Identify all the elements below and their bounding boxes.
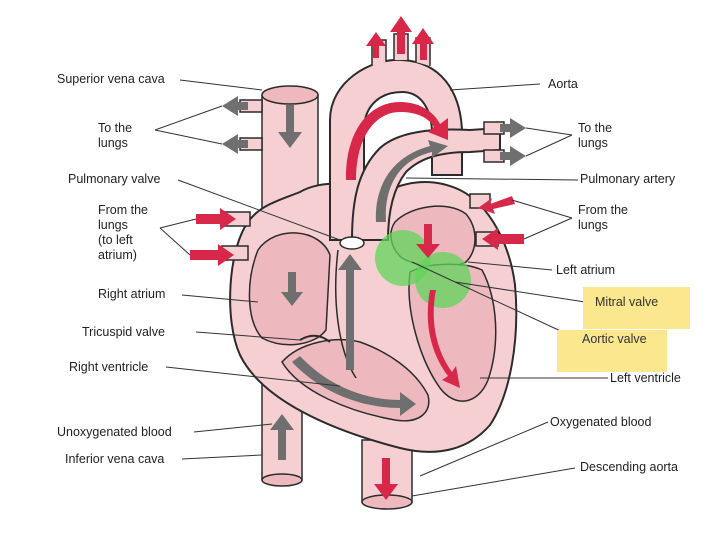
label-left-ventricle: Left ventricle <box>610 371 681 385</box>
label-aorta: Aorta <box>548 77 578 91</box>
leader-from-lungs-right-1 <box>511 199 573 219</box>
septum-up-arrow <box>338 254 362 370</box>
inferior-vena-cava-opening <box>261 473 303 487</box>
aortic-valve-highlight-box <box>557 330 667 372</box>
label-left-atrium: Left atrium <box>556 263 616 277</box>
aorta-up-arrow-1 <box>366 32 386 58</box>
tricuspid-valve-shape <box>299 334 331 343</box>
leader-from-lungs-right-2 <box>523 217 573 240</box>
left-atrium-arrow <box>416 224 440 258</box>
leader-to-lungs-right-2 <box>525 134 573 157</box>
label-to-lungs-left: To the lungs <box>98 121 133 150</box>
leader-aorta <box>449 83 541 91</box>
left-ventricle-arrow <box>427 290 460 388</box>
label-to-lungs-right: To the lungs <box>578 121 613 150</box>
aortic-valve-highlight <box>415 252 471 308</box>
leader-superior-vena-cava <box>179 79 263 91</box>
pulmonary-branch-right <box>483 121 505 135</box>
leader-left-atrium <box>467 261 553 271</box>
label-oxygenated-blood: Oxygenated blood <box>550 415 652 429</box>
label-from-lungs-right: From the lungs <box>578 203 629 232</box>
label-tricuspid-valve: Tricuspid valve <box>82 325 165 339</box>
leader-to-lungs-left-2 <box>154 129 223 145</box>
leader-descending-aorta <box>411 467 576 497</box>
from-lungs-right-arrow-2 <box>482 228 524 250</box>
to-lungs-right-arrow-1 <box>500 118 526 138</box>
label-right-ventricle: Right ventricle <box>69 360 149 374</box>
aorta-arch-arrow <box>345 102 448 180</box>
label-pulmonary-artery: Pulmonary artery <box>580 172 676 186</box>
label-descending-aorta: Descending aorta <box>580 460 678 474</box>
pulmonary-branch-right-2 <box>483 149 505 163</box>
right-ventricle-arrow <box>292 356 416 416</box>
from-lungs-left-arrow-1 <box>196 208 236 230</box>
label-right-atrium: Right atrium <box>98 287 166 301</box>
leader-lines <box>154 79 608 497</box>
svc-down-arrow <box>278 105 302 148</box>
superior-vena-cava-opening <box>261 85 319 105</box>
ivc-up-arrow <box>270 414 294 460</box>
leader-pulmonary-artery <box>405 177 579 181</box>
red-arrows <box>190 16 524 500</box>
label-unoxygenated-blood: Unoxygenated blood <box>57 425 172 439</box>
label-aortic-valve: Aortic valve <box>582 332 647 346</box>
aorta-up-arrow-2 <box>390 16 412 54</box>
from-lungs-right-arrow-1 <box>478 196 515 214</box>
pulmonary-trunk-arrow <box>375 140 448 222</box>
leader-from-lungs-left-2 <box>159 227 191 256</box>
to-lungs-right-arrow-2 <box>500 146 526 166</box>
leader-mitral-valve <box>454 281 586 303</box>
leader-right-ventricle <box>165 366 341 387</box>
leader-tricuspid-valve <box>195 331 301 341</box>
leader-aortic-valve <box>411 261 581 341</box>
gray-arrows <box>222 96 526 460</box>
leader-to-lungs-left-1 <box>154 105 223 131</box>
leader-oxygenated-blood <box>419 421 549 477</box>
label-from-lungs-left: From the lungs (to left atrium) <box>98 203 149 262</box>
mitral-valve-highlight-box <box>583 287 690 329</box>
label-inferior-vena-cava: Inferior vena cava <box>65 452 165 466</box>
leader-right-atrium <box>181 294 259 303</box>
leader-from-lungs-left-1 <box>159 218 197 229</box>
leader-pulmonary-valve <box>177 179 341 241</box>
leader-to-lungs-right-1 <box>525 127 573 136</box>
aorta-up-arrow-3 <box>412 28 434 60</box>
from-lungs-left-arrow-2 <box>190 244 234 266</box>
to-lungs-left-arrow-2 <box>222 134 248 154</box>
descending-aorta-arrow <box>374 458 398 500</box>
label-superior-vena-cava: Superior vena cava <box>57 72 165 86</box>
label-pulmonary-valve: Pulmonary valve <box>68 172 161 186</box>
leader-inferior-vena-cava <box>181 454 263 460</box>
right-atrium-arrow <box>281 272 303 306</box>
to-lungs-left-arrow-1 <box>222 96 248 116</box>
pulmonary-valve-shape <box>339 236 365 250</box>
leader-unoxygenated-blood <box>193 423 273 433</box>
label-mitral-valve: Mitral valve <box>595 295 659 309</box>
